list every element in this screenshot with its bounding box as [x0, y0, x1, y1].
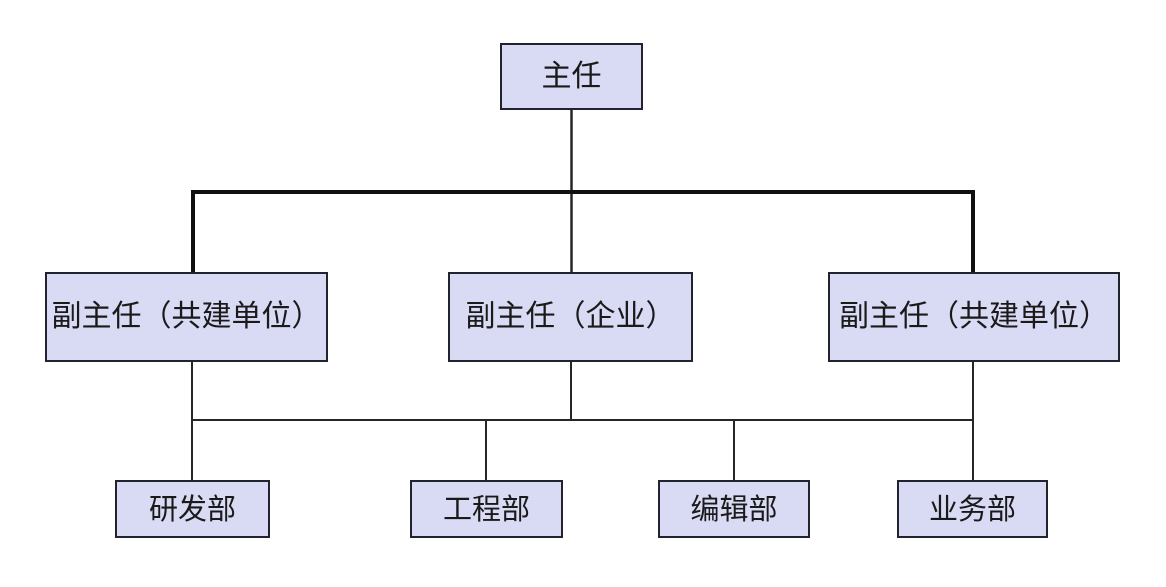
node-dept-engineering: 工程部: [410, 480, 563, 538]
node-deputy-enterprise: 副主任（企业）: [448, 272, 693, 362]
node-director-label: 主任: [541, 58, 602, 94]
node-dept-business-label: 业务部: [928, 491, 1016, 526]
node-deputy-coconstruction-left: 副主任（共建单位）: [45, 272, 328, 362]
node-dept-editorial: 编辑部: [658, 480, 810, 538]
node-dept-editorial-label: 编辑部: [690, 491, 778, 526]
node-dept-rnd-label: 研发部: [148, 491, 236, 526]
node-deputy-coconstruction-right: 副主任（共建单位）: [828, 272, 1120, 362]
node-dept-business: 业务部: [897, 480, 1048, 538]
node-dept-rnd: 研发部: [115, 480, 270, 538]
node-deputy-coconstruction-left-label: 副主任（共建单位）: [51, 299, 322, 334]
node-dept-engineering-label: 工程部: [442, 491, 530, 526]
node-deputy-enterprise-label: 副主任（企业）: [465, 299, 676, 334]
node-director: 主任: [500, 43, 643, 110]
node-deputy-coconstruction-right-label: 副主任（共建单位）: [839, 299, 1109, 334]
